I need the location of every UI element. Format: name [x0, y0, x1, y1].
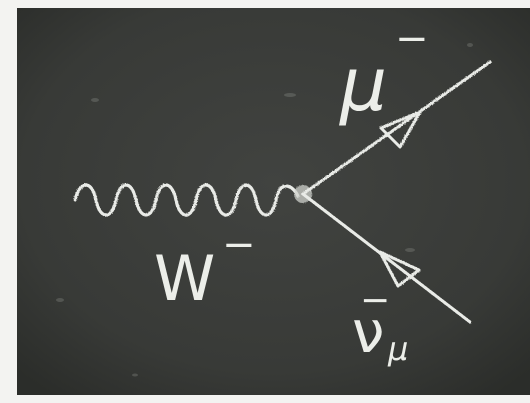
w-boson-charge: − [222, 222, 256, 268]
antineutrino-line [301, 192, 472, 324]
w-boson-symbol: W [154, 242, 215, 315]
muon-line [301, 60, 492, 196]
muon-charge: − [395, 16, 429, 62]
w-boson-label: W − [154, 222, 256, 315]
chalkboard [17, 8, 530, 395]
chalk-smudges [56, 43, 473, 377]
w-boson-propagator [73, 183, 300, 217]
muon-label: μ − [339, 16, 429, 128]
muon-arrow [379, 110, 422, 149]
antineutrino-label: − ν μ [352, 280, 408, 368]
antineutrino-symbol: ν [352, 298, 384, 366]
antineutrino-arrow [378, 250, 421, 288]
muon-symbol: μ [339, 42, 387, 128]
antineutrino-subscript: μ [387, 330, 408, 368]
antineutrino-bar: − [360, 280, 390, 321]
